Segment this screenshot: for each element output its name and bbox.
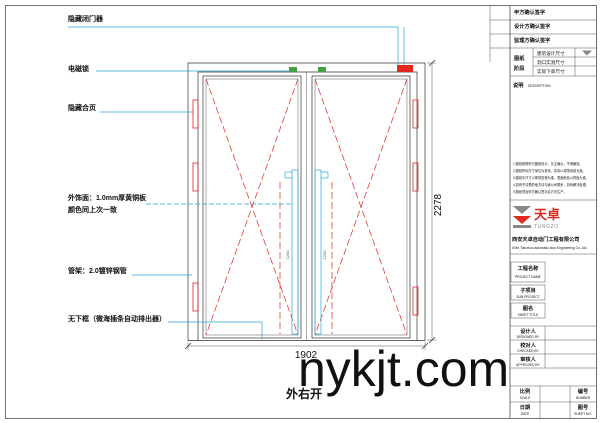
width-tick bbox=[184, 342, 192, 350]
height-tick bbox=[428, 336, 436, 344]
scale-label-en: SCALE bbox=[520, 396, 532, 400]
checked-by-label: 校对人 bbox=[520, 341, 536, 349]
width-tick bbox=[421, 342, 429, 350]
supervisor-signature-label: 监理方确认签字 bbox=[514, 36, 550, 44]
width-dimension: 1902 bbox=[295, 350, 318, 361]
lock-marker-right bbox=[318, 67, 326, 72]
designed-by-label: 设计人 bbox=[520, 327, 536, 335]
note-line: 4.如有不清楚的地方请与我公司联系，协商解决处理。 bbox=[513, 182, 589, 187]
designer-signature-label: 设计方确认签字 bbox=[514, 22, 550, 30]
hinge-left-middle bbox=[192, 162, 199, 192]
inner-frame bbox=[197, 71, 418, 341]
sub-project-label: 子项目 bbox=[520, 286, 536, 294]
right-pull-handle bbox=[314, 169, 322, 335]
note-line: 2.图纸所标尺寸单位为毫米，实际以现场测量为准。 bbox=[513, 168, 586, 173]
approved-by-label-en: APPROVED BY bbox=[516, 363, 540, 367]
sheet-no-label: 图号 bbox=[578, 403, 588, 411]
description-label: 说明 bbox=[513, 81, 523, 89]
door-closer-body bbox=[397, 65, 413, 72]
annotations: 隐藏闭门器 电磁锁 隐藏合页 外饰面：1.0mm厚黄铜板 颜色同上次一致 管架：… bbox=[67, 14, 405, 339]
hinge-right-bottom bbox=[412, 286, 419, 316]
project-name-box bbox=[510, 261, 546, 283]
watermark: nykjt.com bbox=[298, 341, 509, 397]
stage-label: 阶段 bbox=[514, 64, 525, 72]
sheet-no-label-en: SHEET NO. bbox=[574, 412, 592, 416]
outer-frame bbox=[187, 62, 426, 341]
annotation-hinge: 隐藏合页 bbox=[68, 103, 96, 112]
left-handle-dimension: 1200 bbox=[285, 250, 290, 260]
company-name: 西安天卓自动门工程有限公司 bbox=[512, 235, 579, 243]
dimensions: 1902 2278 bbox=[184, 59, 444, 361]
note-line: 3.图纸中尺寸以现场复核为准，表面颜色以样板为准。 bbox=[513, 175, 589, 180]
checked-by-label-en: CHECKED BY bbox=[517, 349, 539, 353]
project-name-label-en: PROJECT NAME bbox=[515, 275, 542, 279]
stage-selected-icon bbox=[582, 50, 592, 56]
owner-signature-label: 甲方确认签字 bbox=[514, 8, 545, 16]
stage-order: 实际下单尺寸 bbox=[537, 68, 565, 75]
stage-survey: 洞口实测尺寸 bbox=[537, 59, 565, 66]
sub-project-label-en: SUB-PROJECT bbox=[516, 295, 539, 299]
height-dimension: 2278 bbox=[433, 193, 444, 216]
annotation-finish: 外饰面：1.0mm厚黄铜板 bbox=[68, 193, 147, 202]
date-label: 日期 bbox=[520, 403, 530, 411]
project-name-label: 工程名称 bbox=[518, 264, 540, 272]
annotation-lock: 电磁锁 bbox=[68, 64, 89, 73]
sheet-title-box bbox=[510, 302, 546, 319]
leader-closer bbox=[68, 26, 399, 65]
designed-by-label-en: DESIGNED BY bbox=[517, 335, 540, 339]
lock-marker-left bbox=[289, 67, 297, 72]
logo-mark bbox=[513, 216, 531, 224]
logo-mark bbox=[513, 225, 531, 228]
scale-label: 比例 bbox=[520, 387, 530, 395]
note-line: 5.图纸须经甲方确认签字后方可生产。 bbox=[513, 189, 567, 194]
logo-text-en: TUNGZO bbox=[534, 224, 559, 230]
company-name-en: Xi'an Tianzhuo automatic door Engineerin… bbox=[512, 246, 587, 250]
description-label-en: DESCRIPTION bbox=[528, 84, 551, 88]
date-label-en: DATE bbox=[521, 412, 530, 416]
number-label: 编号 bbox=[578, 387, 588, 395]
number-label-en: NUMBER bbox=[576, 396, 591, 400]
right-handle-dimension: 1200 bbox=[322, 250, 327, 260]
left-leaf-glass-mark bbox=[205, 78, 299, 336]
title-block: 甲方确认签字 设计方确认签字 监理方确认签字 图纸 阶段 建筑设计尺寸 洞口实测… bbox=[509, 6, 596, 418]
annotation-closer: 隐藏闭门器 bbox=[68, 14, 104, 23]
drawing-caption: 外右开 bbox=[286, 386, 322, 401]
hinge-right-top bbox=[412, 99, 419, 129]
company-logo: 天卓 TUNGZO bbox=[513, 206, 560, 230]
left-leaf-outer bbox=[202, 75, 302, 339]
note-line: 1.图纸按照甲方图纸设计，业主确认，不得缩放。 bbox=[513, 161, 583, 166]
stage-architectural: 建筑设计尺寸 bbox=[537, 50, 565, 57]
right-leaf-glass-mark bbox=[314, 78, 408, 336]
leader-bottom bbox=[168, 321, 263, 339]
annotation-bottom: 无下框（微海插条自动排出器） bbox=[67, 314, 166, 323]
sheet-title-label-en: SHEET TITLE bbox=[518, 313, 540, 317]
hinge-left-bottom bbox=[192, 282, 199, 312]
door-elevation: 1200 1200 bbox=[187, 62, 426, 341]
left-pull-handle bbox=[291, 169, 299, 335]
hinge-left-top bbox=[192, 99, 199, 129]
logo-text: 天卓 bbox=[534, 207, 560, 222]
height-tick bbox=[428, 59, 436, 67]
sheet-border bbox=[5, 5, 597, 419]
annotation-frame: 管架：2.0镀锌钢管 bbox=[68, 266, 127, 275]
stage-label: 图纸 bbox=[514, 54, 525, 62]
approved-by-label: 审核人 bbox=[520, 355, 536, 363]
annotation-finish-color: 颜色同上次一致 bbox=[68, 205, 118, 214]
logo-mark bbox=[513, 206, 531, 214]
sub-project-box bbox=[510, 284, 546, 301]
right-leaf-outer bbox=[311, 75, 411, 339]
sheet-title-label: 图名 bbox=[523, 304, 533, 312]
hinge-right-middle bbox=[412, 162, 419, 192]
